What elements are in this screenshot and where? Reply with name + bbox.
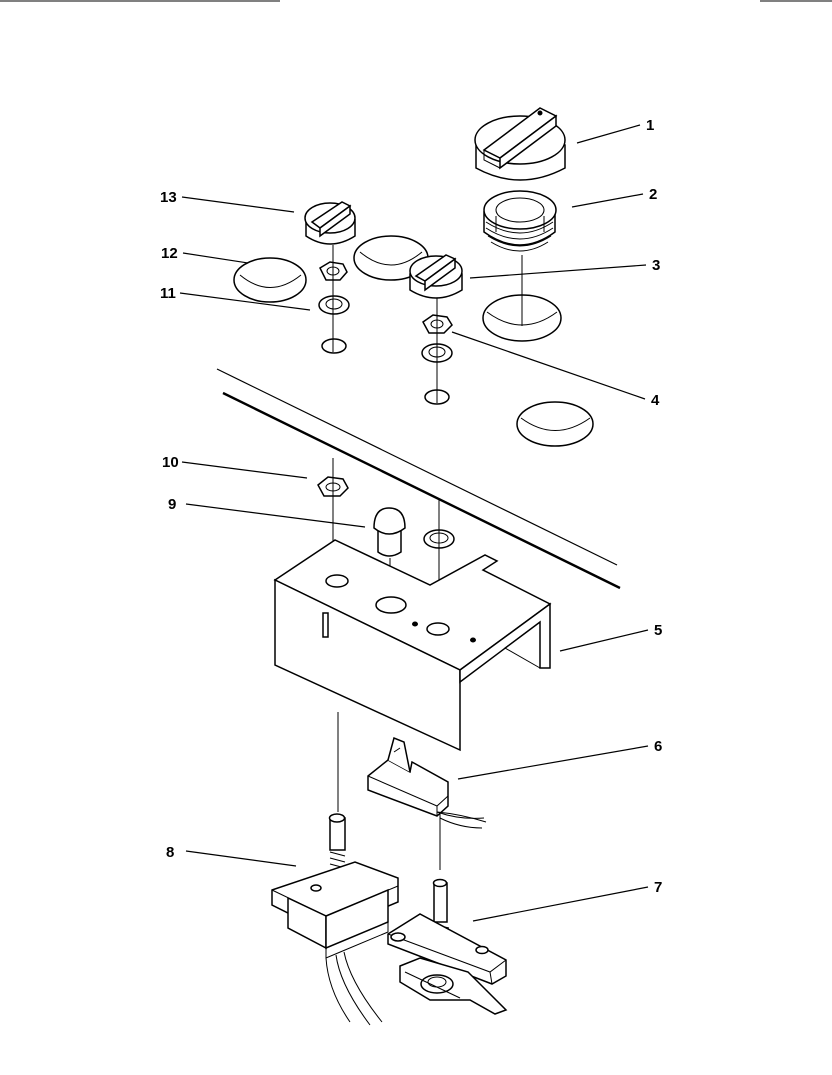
control-panel-edge [216,368,621,590]
callout-label-9: 9 [168,496,176,513]
shaft-hole-left [321,338,347,354]
washer-left [318,295,350,315]
leader-lines [179,124,649,922]
large-knob [474,107,566,181]
callout-label-2: 2 [649,186,657,203]
thermal-switch-block [367,736,487,829]
callout-label-12: 12 [161,245,178,262]
callout-label-4: 4 [651,392,660,409]
callout-label-1: 1 [646,117,654,134]
solenoid [271,813,399,1026]
callout-label-8: 8 [166,844,174,861]
callout-label-7: 7 [654,879,662,896]
microswitch [387,878,508,1015]
bezel-ring [483,190,557,252]
callout-label-13: 13 [160,189,177,206]
small-knob-left [304,201,356,245]
callout-label-10: 10 [162,454,179,471]
plunger-button [373,507,406,557]
callout-label-5: 5 [654,622,662,639]
mounting-bracket [273,539,552,752]
callout-label-6: 6 [654,738,662,755]
small-knob-right [409,254,463,299]
callout-label-3: 3 [652,257,660,274]
callout-label-11: 11 [160,285,176,302]
